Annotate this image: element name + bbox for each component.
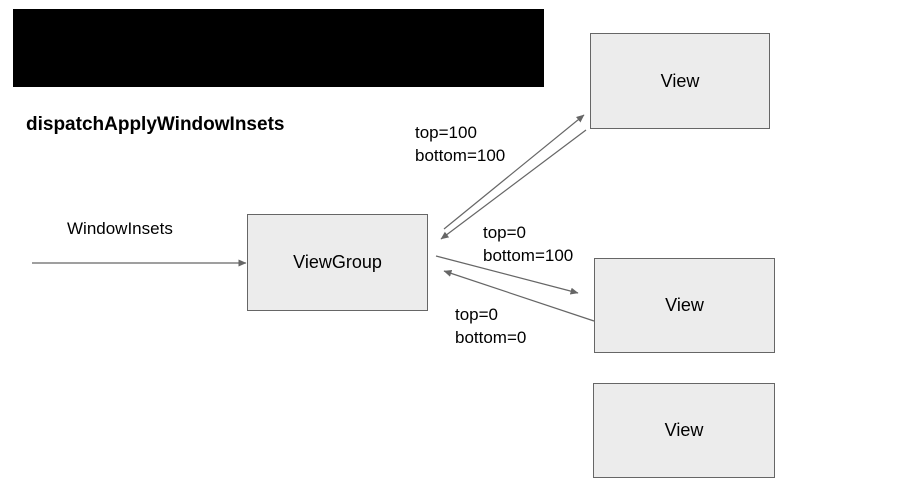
view-node-middle-label: View	[665, 295, 704, 315]
view-node-middle: View	[594, 258, 775, 353]
view-node-bottom-label: View	[664, 420, 704, 440]
view-node-bottom: View	[593, 383, 775, 478]
edge-label-to-view-middle-line2: bottom=100	[483, 246, 574, 265]
edge-label-to-view-top: top=100 bottom=100	[415, 121, 505, 167]
view-node-top: View	[590, 33, 770, 129]
edge-label-to-view-middle-line1: top=0	[483, 223, 527, 242]
edge-label-to-view-top-line1: top=100	[415, 123, 477, 142]
edge-label-returned-line2: bottom=0	[455, 328, 527, 347]
windowinsets-label: WindowInsets	[67, 219, 173, 238]
diagram-title: dispatchApplyWindowInsets	[26, 114, 285, 135]
viewgroup-node: ViewGroup	[247, 214, 428, 311]
edge-label-returned-line1: top=0	[455, 305, 499, 324]
redacted-black-block	[13, 9, 544, 87]
viewgroup-node-label: ViewGroup	[293, 252, 382, 272]
edge-label-to-view-middle: top=0 bottom=100	[483, 221, 573, 267]
edge-label-returned: top=0 bottom=0	[455, 303, 526, 349]
edge-label-to-view-top-line2: bottom=100	[415, 146, 506, 165]
view-node-top-label: View	[660, 70, 700, 91]
